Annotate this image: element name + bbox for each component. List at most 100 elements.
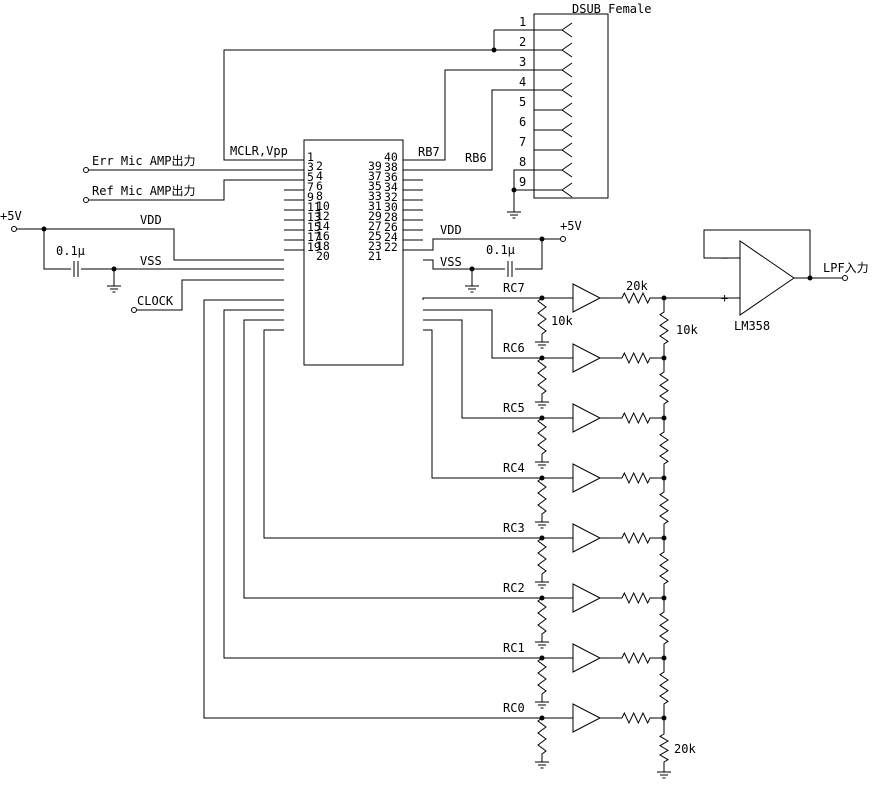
plus5v-right-label: +5V — [560, 219, 582, 233]
buffer-gate — [572, 643, 602, 673]
ladder-resistor — [659, 598, 669, 658]
ground-symbol — [535, 641, 549, 649]
dsub-pin-number: 2 — [519, 35, 526, 49]
vss-right-wire — [423, 259, 505, 270]
port-label: RC5 — [503, 401, 525, 415]
ladder-resistor — [659, 658, 669, 718]
opamp-minus-label: − — [721, 251, 728, 265]
pulldown-resistor — [537, 417, 547, 462]
junction-dot — [661, 295, 667, 301]
ic-pin-number: 24 — [384, 230, 398, 244]
dsub-pin-contact — [561, 22, 573, 31]
port-label: RC0 — [503, 701, 525, 715]
port-label: RC7 — [503, 281, 525, 295]
ground-symbol — [535, 341, 549, 349]
ic-pin-number: 27 — [368, 219, 382, 233]
r10k-ladder-label: 10k — [676, 323, 698, 337]
junction-dot — [491, 47, 497, 53]
mclr-label: MCLR,Vpp — [230, 144, 288, 158]
dsub-body — [533, 13, 609, 199]
r20k-bottom-label: 20k — [674, 742, 696, 756]
dsub-pin-contact — [546, 149, 573, 158]
left-power: +5V VDD VSS 0.1μ — [0, 209, 284, 293]
dsub-pin-number: 4 — [519, 75, 526, 89]
right-power: VDD VSS +5V 0.1μ — [423, 219, 582, 293]
err-mic-label: Err Mic AMP出力 — [92, 154, 195, 168]
ic-pin-number: 3 — [307, 160, 314, 174]
buffer-gate — [572, 583, 602, 613]
dsub-pin-contact — [561, 162, 573, 171]
mclr-wire — [223, 49, 546, 161]
ground-symbol — [535, 701, 549, 709]
dac-channel: RC5 — [423, 319, 664, 469]
ic-pin-number: 19 — [307, 240, 321, 254]
dsub-pin-contact — [546, 29, 573, 38]
vdd-left-wire — [17, 228, 284, 261]
series-resistor — [621, 531, 664, 545]
dsub-pin-contact — [561, 62, 573, 71]
series-resistor — [621, 351, 664, 365]
channel-wire — [423, 309, 573, 359]
dsub-pin-number: 5 — [519, 95, 526, 109]
ic-pin-number: 29 — [368, 209, 382, 223]
buffer-gate — [572, 343, 602, 373]
vss-right-label: VSS — [440, 255, 462, 269]
ic-pin-number: 6 — [316, 179, 323, 193]
ground-symbol — [507, 211, 521, 219]
cap-right-lead-b — [515, 239, 543, 270]
dac-channel: RC3 — [263, 329, 664, 589]
series-resistor — [621, 411, 664, 425]
ref-mic-wire — [89, 179, 284, 201]
pulldown-resistor — [537, 597, 547, 642]
ref-mic-input: Ref Mic AMP出力 — [83, 179, 284, 203]
ic-pin-number: 4 — [316, 169, 323, 183]
dsub-pin-number: 8 — [519, 155, 526, 169]
ic-pin-number: 10 — [316, 199, 330, 213]
ic-pin-number: 38 — [384, 160, 398, 174]
dac-channel: RC2 — [243, 319, 664, 649]
ground-symbol — [465, 285, 479, 293]
ic-pin-number: 12 — [316, 209, 330, 223]
dac-channel: RC7 — [422, 281, 664, 349]
dsub-pin-contact — [561, 102, 573, 111]
cap-left-label: 0.1μ — [56, 244, 85, 258]
buffer-gate — [572, 703, 602, 733]
port-label: RC6 — [503, 341, 525, 355]
ground-symbol — [535, 761, 549, 769]
ic-pin-number: 34 — [384, 180, 398, 194]
dsub-pin-number: 6 — [519, 115, 526, 129]
ic-pin-number: 8 — [316, 189, 323, 203]
buffer-gate — [572, 403, 602, 433]
terminal — [560, 236, 566, 242]
ic-pin-number: 5 — [307, 170, 314, 184]
ic-pin-number: 26 — [384, 220, 398, 234]
opamp-body — [739, 240, 795, 316]
ic-pin-number: 25 — [368, 229, 382, 243]
vss-left-label: VSS — [140, 254, 162, 268]
pulldown-resistor — [537, 717, 547, 762]
ground-symbol — [535, 581, 549, 589]
port-label: RC1 — [503, 641, 525, 655]
pulldown-resistor — [537, 537, 547, 582]
series-resistor — [621, 711, 664, 725]
dac-channel: RC1 — [223, 309, 664, 709]
ic-pin-number: 22 — [384, 240, 398, 254]
dsub-pin-contact — [546, 89, 573, 98]
dsub-pin-contact — [546, 69, 573, 78]
dac-channel: RC6 — [423, 309, 664, 409]
ic-pin-number: 36 — [384, 170, 398, 184]
cap-right-label: 0.1μ — [486, 243, 515, 257]
dsub-pin-number: 1 — [519, 15, 526, 29]
ladder-terminating-resistor — [659, 718, 669, 772]
dsub-label: DSUB Female — [572, 2, 651, 16]
dsub-ground — [507, 169, 546, 219]
ic-body — [303, 139, 404, 366]
opamp-label: LM358 — [734, 319, 770, 333]
pulldown-resistor — [537, 477, 547, 522]
dsub-pin-contact — [561, 122, 573, 131]
ic-pin-number: 9 — [307, 190, 314, 204]
junction-dot — [511, 187, 517, 193]
dsub-pin-contact — [546, 129, 573, 138]
